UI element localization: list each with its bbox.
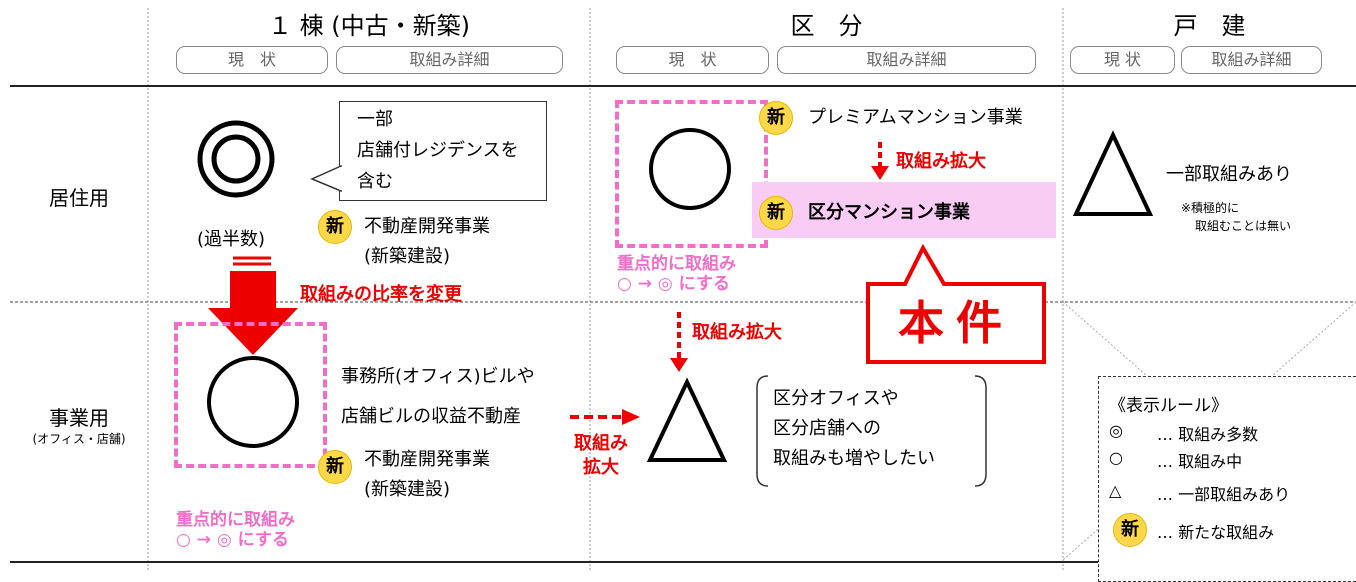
ratio-change-label: 取組みの比率を変更 — [300, 284, 462, 305]
kubun-mansion-business: 区分マンション事業 — [808, 202, 970, 223]
kubun-mansion-band — [752, 182, 1056, 238]
pill-detail-ittou: 取組み詳細 — [336, 46, 563, 74]
triangle-kubun-biz — [646, 377, 728, 462]
circle-ittou-biz — [207, 356, 299, 448]
expand-arrow-kubun-res — [871, 166, 889, 180]
office-building-desc: 事務所(オフィス)ビルや 店舗ビルの収益不動産 — [341, 366, 535, 427]
callout-shop-residence: 一部 店舗付レジデンスを 含む — [339, 101, 547, 201]
legend-symbol-circle: ○ — [1109, 448, 1123, 467]
focus-label-ittou: 重点的に取組み ○ → ◎ にする — [176, 510, 295, 550]
legend-box: 《表示ルール》 ◎ … 取組み多数 ○ … 取組み中 △ … 一部取組みあり 新… — [1098, 376, 1356, 582]
expand-label-kubun-biz: 取組み拡大 — [692, 322, 782, 343]
focus-box-ittou — [174, 322, 327, 468]
row-label-business: 事業用 — [49, 406, 109, 430]
expand-label-kubun-res: 取組み拡大 — [896, 151, 986, 172]
focus-box-kubun — [615, 100, 768, 248]
header-ittou: １ 棟 (中古・新築) — [268, 12, 470, 40]
expand-arrow-kubun-biz — [670, 358, 688, 372]
expand-arrow-horizontal — [622, 409, 640, 425]
row-label-residential: 居住用 — [49, 186, 109, 210]
header-kubun: 区 分 — [790, 12, 863, 40]
majority-label: (過半数) — [197, 229, 266, 250]
legend-symbol-triangle: △ — [1109, 481, 1122, 500]
double-circle-outer — [197, 120, 275, 198]
pill-status-kubun: 現 状 — [616, 46, 769, 74]
new-badge-icon: 新 — [318, 450, 352, 484]
legend-text-many: … 取組み多数 — [1157, 425, 1259, 444]
new-badge-icon: 新 — [1113, 513, 1147, 547]
honken-label: 本件 — [898, 296, 1014, 350]
legend-symbol-double-circle: ◎ — [1109, 421, 1123, 440]
triangle-kodate — [1072, 130, 1154, 216]
legend-title: 《表示ルール》 — [1109, 396, 1228, 416]
new-dev-business-res: 不動産開発事業 (新築建設) — [364, 216, 490, 267]
new-badge-icon: 新 — [759, 196, 793, 230]
double-circle-inner — [211, 134, 261, 184]
premium-mansion-business: プレミアムマンション事業 — [808, 107, 1023, 128]
pill-detail-kodate: 取組み詳細 — [1181, 46, 1322, 74]
focus-label-kubun: 重点的に取組み ○ → ◎ にする — [617, 254, 736, 294]
new-dev-business-biz: 不動産開発事業 (新築建設) — [364, 449, 490, 500]
pill-status-ittou: 現 状 — [176, 46, 328, 74]
ratio-change-arrow — [208, 271, 298, 355]
pill-detail-kubun: 取組み詳細 — [777, 46, 1036, 74]
new-badge-icon: 新 — [318, 210, 352, 244]
circle-kubun-res — [649, 128, 731, 210]
new-badge-icon: 新 — [759, 101, 793, 135]
legend-text-partial: … 一部取組みあり — [1157, 485, 1291, 504]
callout-tail — [310, 164, 342, 193]
row-sublabel-business: (オフィス・店舗) — [32, 432, 126, 446]
pill-status-kodate: 現 状 — [1070, 46, 1175, 74]
expand-label-horizontal: 取組み 拡大 — [574, 433, 628, 478]
legend-text-active: … 取組み中 — [1157, 452, 1243, 471]
honken-callout — [866, 243, 1046, 364]
kubun-office-desc: 区分オフィスや 区分店舗への 取組みも増やしたい — [773, 388, 935, 469]
header-kodate: 戸 建 — [1173, 12, 1246, 40]
legend-text-new: … 新たな取組み — [1157, 523, 1275, 542]
kodate-partial: 一部取組みあり — [1166, 164, 1292, 185]
kodate-note: ※積極的に 取組むことは無い — [1181, 201, 1292, 233]
